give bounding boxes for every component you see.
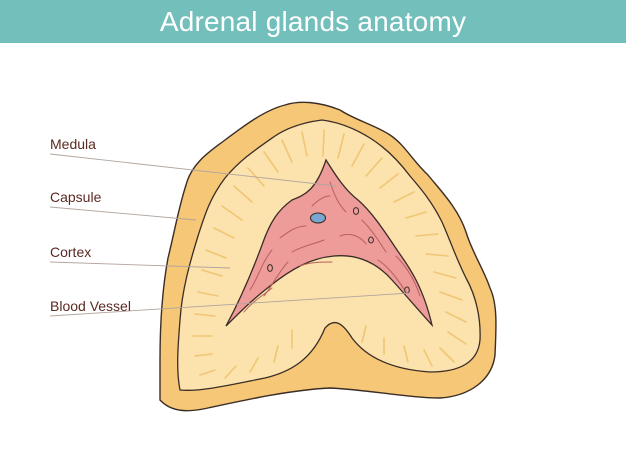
label-cortex: Cortex bbox=[50, 244, 92, 260]
leader-lines bbox=[49, 153, 411, 317]
diagram-title: Adrenal glands anatomy bbox=[159, 5, 467, 37]
label-blood-vessel: Blood Vessel bbox=[50, 298, 131, 314]
cortex-striations bbox=[192, 129, 467, 379]
blood-vessel-main bbox=[309, 212, 327, 224]
medulla-texture bbox=[243, 181, 421, 313]
title-bar: Adrenal glands anatomy bbox=[0, 0, 626, 43]
label-medula: Medula bbox=[50, 136, 96, 152]
label-capsule: Capsule bbox=[50, 189, 102, 205]
medulla-layer bbox=[225, 158, 434, 328]
